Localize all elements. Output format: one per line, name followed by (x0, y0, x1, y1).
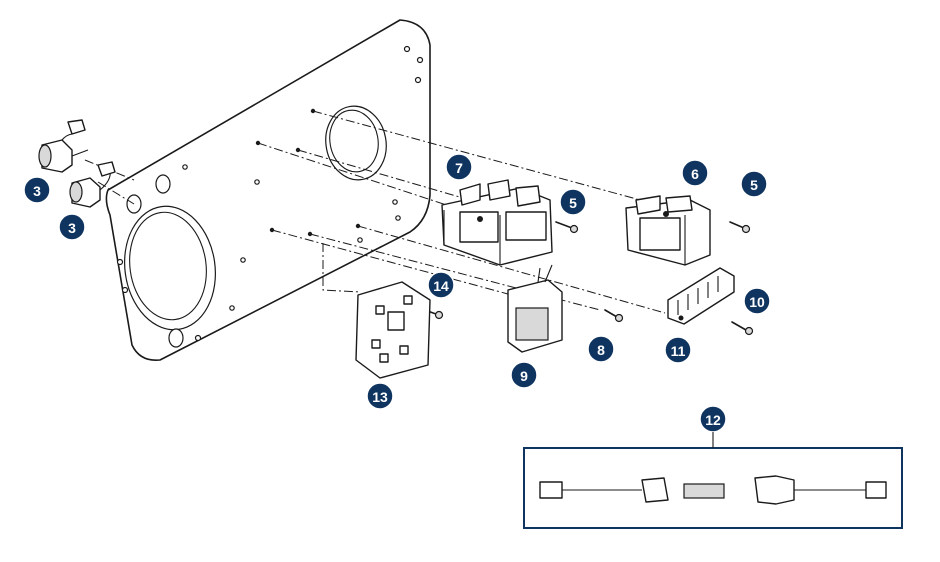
callout-3b-circle (58, 213, 86, 241)
callout-5a-circle (559, 188, 587, 216)
callout-6-circle (681, 159, 709, 187)
screw-10 (731, 321, 754, 336)
callout-12: 12 (699, 405, 727, 433)
callout-8: 8 (587, 335, 615, 363)
callout-5b-circle (740, 170, 768, 198)
callout-10: 10 (743, 287, 771, 315)
callout-3a: 3 (23, 176, 51, 204)
callout-8-label: 8 (597, 342, 605, 358)
callout-5a-label: 5 (569, 195, 577, 211)
indicator-lamp-lower (69, 161, 116, 208)
screw-8 (604, 309, 624, 323)
callout-3a-circle (23, 176, 51, 204)
callout-14-circle (427, 271, 455, 299)
callout-8-circle (587, 335, 615, 363)
contactor-single (625, 195, 711, 266)
callout-9-label: 9 (520, 368, 528, 384)
callout-7-circle (445, 153, 473, 181)
callout-5b: 5 (740, 170, 768, 198)
callout-13: 13 (366, 382, 394, 410)
callout-14: 14 (427, 271, 455, 299)
callout-11: 11 (664, 336, 692, 364)
callout-7: 7 (445, 153, 473, 181)
callout-3a-label: 3 (33, 183, 41, 199)
callout-13-label: 13 (372, 389, 388, 405)
callout-7-label: 7 (455, 160, 463, 176)
callout-9-circle (510, 361, 538, 389)
callout-3b-label: 3 (68, 220, 76, 236)
callout-14-label: 14 (433, 278, 449, 294)
indicator-lamp-upper (38, 119, 89, 173)
callout-6-label: 6 (691, 166, 699, 182)
callout-10-circle (743, 287, 771, 315)
callout-3b: 3 (58, 213, 86, 241)
mounting-panel (105, 19, 431, 362)
callout-6: 6 (681, 159, 709, 187)
transformer (507, 264, 563, 353)
callout-12-label: 12 (705, 412, 721, 428)
screw-5b (729, 221, 751, 234)
assembly-lines (84, 110, 689, 314)
terminal-strip (667, 267, 735, 325)
control-board (355, 281, 431, 379)
fuse-holder-assembly (539, 475, 887, 505)
callout-13-circle (366, 382, 394, 410)
callout-9: 9 (510, 361, 538, 389)
callout-5a: 5 (559, 188, 587, 216)
callout-11-circle (664, 336, 692, 364)
callout-5b-label: 5 (750, 177, 758, 193)
contactor-double (441, 179, 553, 266)
callout-10-label: 10 (749, 294, 765, 310)
screw-5a (555, 221, 579, 234)
callout-11-label: 11 (671, 343, 686, 359)
